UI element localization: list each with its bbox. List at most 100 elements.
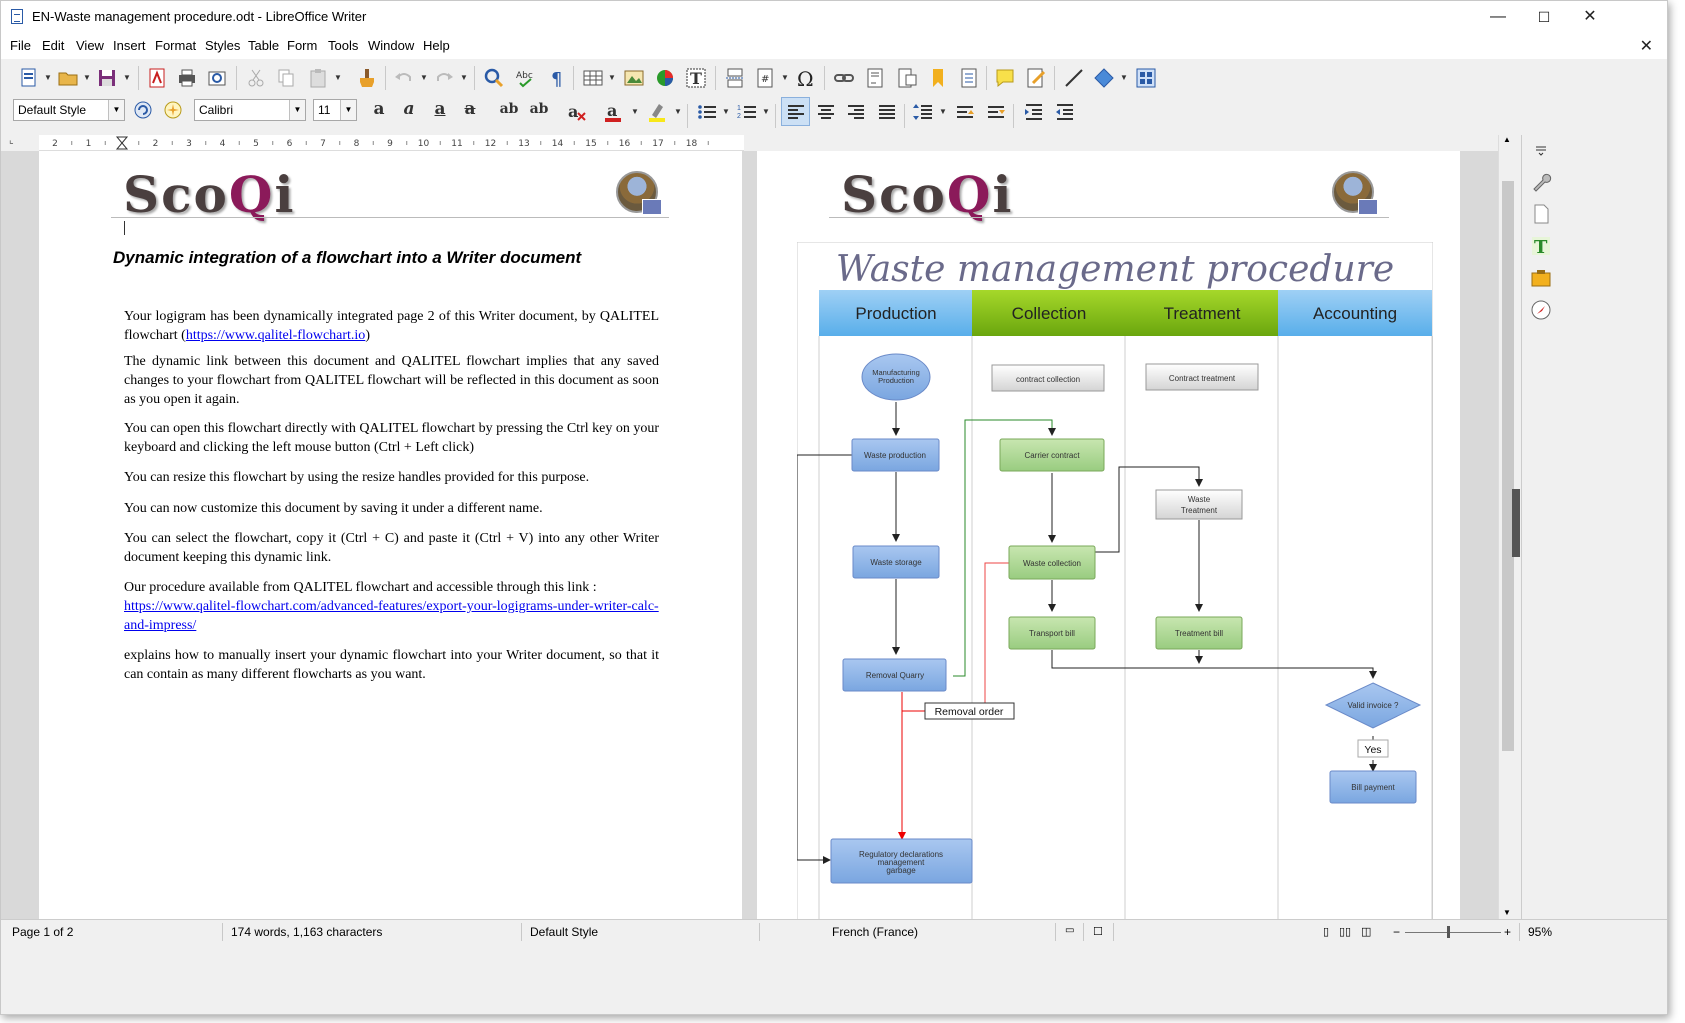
line-icon[interactable]: [1061, 65, 1087, 91]
menu-file[interactable]: File: [10, 38, 31, 53]
align-center-icon[interactable]: [813, 99, 839, 125]
track-changes-icon[interactable]: [1023, 65, 1049, 91]
spelling-icon[interactable]: Abc: [512, 65, 538, 91]
paste-icon[interactable]: [305, 65, 331, 91]
node-valid-invoice[interactable]: [1324, 682, 1422, 729]
footnote-icon[interactable]: [862, 65, 888, 91]
page-break-icon[interactable]: [722, 65, 748, 91]
multi-page-view-icon[interactable]: ▯▯: [1339, 926, 1352, 938]
word-count[interactable]: 174 words, 1,163 characters: [231, 925, 383, 939]
line-spacing-icon[interactable]: [910, 99, 936, 125]
page-count[interactable]: Page 1 of 2: [12, 925, 74, 939]
menu-view[interactable]: View: [76, 38, 104, 53]
close-button[interactable]: ✕: [1583, 8, 1597, 25]
zoom-out-icon[interactable]: −: [1393, 925, 1401, 939]
chevron-down-icon[interactable]: ▼: [608, 73, 616, 82]
zoom-level[interactable]: 95%: [1528, 925, 1553, 939]
node-carrier-contract[interactable]: [999, 438, 1105, 472]
clone-formatting-icon[interactable]: [353, 65, 379, 91]
node-manufacturing-production[interactable]: [861, 353, 931, 401]
endnote-icon[interactable]: [894, 65, 920, 91]
insert-chart-icon[interactable]: [652, 65, 678, 91]
zoom-slider-handle[interactable]: [1447, 926, 1450, 938]
bold-button[interactable]: a: [373, 99, 385, 119]
superscript-button[interactable]: ab: [499, 101, 519, 117]
copy-icon[interactable]: [273, 65, 299, 91]
chevron-down-icon[interactable]: ▼: [83, 73, 91, 82]
properties-wrench-icon[interactable]: [1530, 171, 1552, 193]
gallery-icon[interactable]: [1530, 267, 1552, 289]
chevron-down-icon[interactable]: ▼: [334, 73, 342, 82]
menu-window[interactable]: Window: [368, 38, 415, 53]
tab-stop-icon[interactable]: ⌞: [9, 135, 14, 146]
zoom-slider[interactable]: [1405, 932, 1501, 933]
cross-reference-icon[interactable]: [956, 65, 982, 91]
justify-icon[interactable]: [874, 99, 900, 125]
insert-mode-icon[interactable]: ▭: [1065, 925, 1075, 936]
hyperlink-icon[interactable]: [831, 65, 857, 91]
font-size-box[interactable]: 11 ▼: [313, 99, 357, 121]
highlighting-color-icon[interactable]: [644, 99, 670, 125]
chevron-down-icon[interactable]: ▼: [631, 107, 639, 116]
open-folder-icon[interactable]: [55, 65, 81, 91]
update-style-icon[interactable]: [130, 97, 156, 123]
chevron-down-icon[interactable]: ▼: [44, 73, 52, 82]
chevron-down-icon[interactable]: ▼: [722, 107, 730, 116]
node-waste-storage[interactable]: [852, 545, 940, 579]
insert-table-icon[interactable]: [580, 65, 606, 91]
node-transport-bill[interactable]: [1008, 616, 1096, 650]
page-2[interactable]: ScoQi Waste management procedure: [757, 151, 1460, 919]
underline-button[interactable]: a: [434, 99, 446, 119]
chevron-down-icon[interactable]: ▼: [340, 100, 356, 120]
increase-indent-icon[interactable]: [1021, 99, 1047, 125]
font-name-box[interactable]: Calibri ▼: [194, 99, 306, 121]
save-icon[interactable]: [94, 65, 120, 91]
node-contract-collection[interactable]: [991, 364, 1105, 392]
horizontal-ruler[interactable]: 21123456789101112131415161718: [39, 135, 744, 151]
bookmark-icon[interactable]: [925, 65, 951, 91]
close-document-button[interactable]: ✕: [1639, 38, 1653, 55]
decrease-indent-icon[interactable]: [1052, 99, 1078, 125]
zoom-in-icon[interactable]: +: [1504, 925, 1512, 939]
insert-field-icon[interactable]: #: [752, 65, 778, 91]
node-bill-payment[interactable]: [1329, 770, 1417, 804]
chevron-down-icon[interactable]: ▼: [674, 107, 682, 116]
page-style[interactable]: Default Style: [530, 925, 599, 939]
sidebar-menu-icon[interactable]: [1530, 139, 1552, 161]
new-style-icon[interactable]: [160, 97, 186, 123]
chevron-down-icon[interactable]: ▼: [1120, 73, 1128, 82]
scroll-up-icon[interactable]: ▲: [1503, 135, 1511, 144]
menu-edit[interactable]: Edit: [42, 38, 65, 53]
node-contract-treatment[interactable]: [1145, 363, 1259, 391]
menu-styles[interactable]: Styles: [205, 38, 241, 53]
menu-form[interactable]: Form: [287, 38, 318, 53]
removal-order-label[interactable]: [924, 702, 1015, 720]
comment-icon[interactable]: [992, 65, 1018, 91]
subscript-button[interactable]: ab: [529, 101, 549, 117]
increase-paragraph-spacing-icon[interactable]: [952, 99, 978, 125]
node-waste-production[interactable]: [851, 438, 940, 472]
export-pdf-icon[interactable]: [144, 65, 170, 91]
minimize-button[interactable]: —: [1490, 8, 1506, 25]
undo-icon[interactable]: [391, 65, 417, 91]
chevron-down-icon[interactable]: ▼: [781, 73, 789, 82]
sidebar-collapse-handle[interactable]: [1512, 489, 1520, 557]
insert-image-icon[interactable]: [621, 65, 647, 91]
clear-formatting-icon[interactable]: a: [564, 99, 590, 125]
node-waste-collection[interactable]: [1008, 545, 1096, 580]
chevron-down-icon[interactable]: ▼: [123, 73, 131, 82]
document-modified-icon[interactable]: ☐: [1093, 926, 1103, 938]
page-1[interactable]: ScoQi Dynamic integration of a flowchart…: [39, 151, 742, 919]
menu-help[interactable]: Help: [423, 38, 450, 53]
strikethrough-button[interactable]: a: [464, 99, 476, 119]
node-removal-quarry[interactable]: [842, 658, 947, 692]
vertical-scrollbar[interactable]: ▲ ▼: [1498, 135, 1516, 919]
align-left-icon[interactable]: [781, 97, 810, 126]
chevron-down-icon[interactable]: ▼: [420, 73, 428, 82]
waste-management-flowchart[interactable]: Waste management procedure Production Co…: [797, 242, 1433, 919]
chevron-down-icon[interactable]: ▼: [108, 100, 124, 120]
menu-format[interactable]: Format: [155, 38, 197, 53]
node-regulatory-declarations[interactable]: [830, 838, 973, 884]
special-character-icon[interactable]: Ω: [793, 65, 819, 91]
